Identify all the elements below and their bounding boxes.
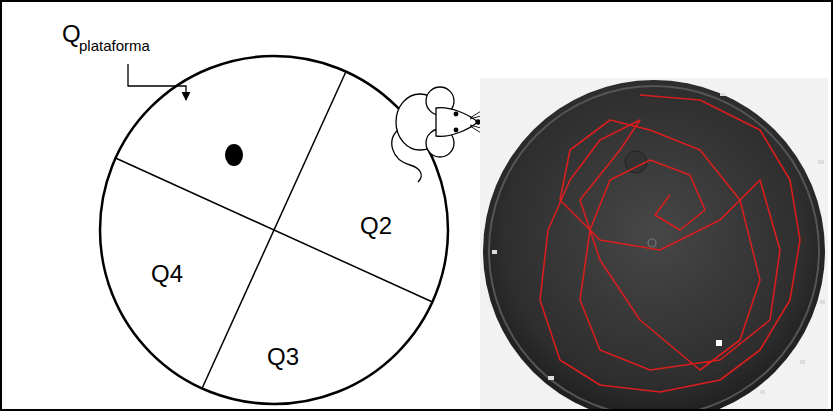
platform-dot [225, 144, 243, 166]
quadrant-label: Q3 [267, 345, 299, 369]
swim-track [540, 95, 800, 392]
quadrant-label: Q4 [151, 262, 183, 286]
pool-photo [480, 78, 828, 409]
leader-arrow [128, 64, 186, 100]
quadrant-label: Q [62, 22, 81, 46]
pool-outline [100, 56, 448, 404]
quadrant-subscript: plataforma [79, 38, 150, 53]
quadrant-label: Q2 [360, 214, 392, 238]
mouse-icon [392, 87, 488, 182]
quadrant-divider [116, 158, 433, 302]
